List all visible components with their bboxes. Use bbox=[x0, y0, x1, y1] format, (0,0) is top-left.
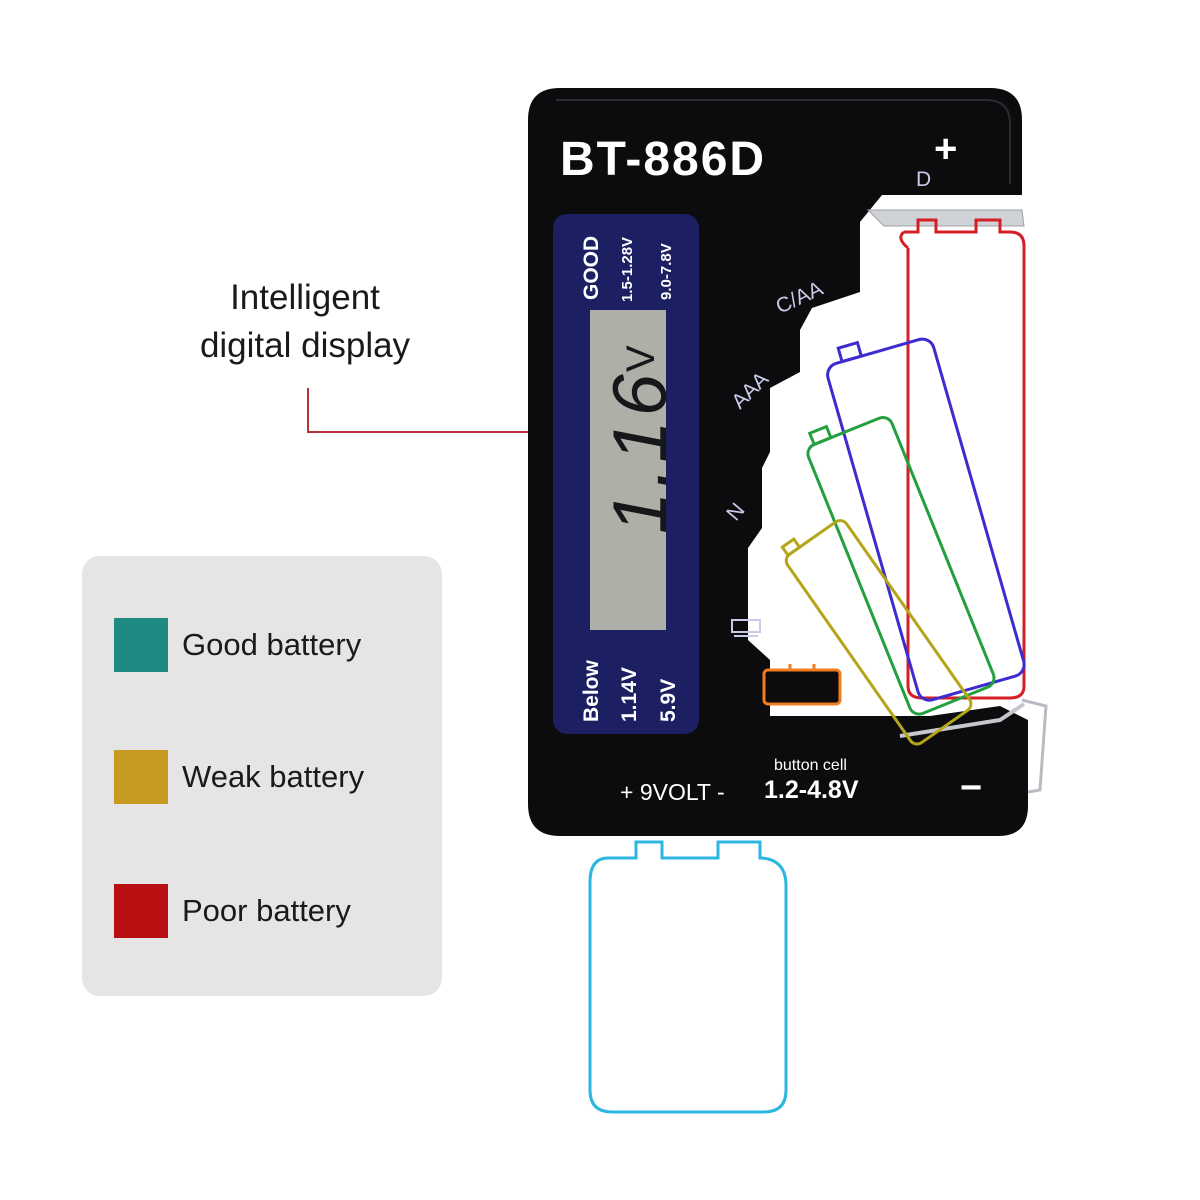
legend-label-weak: Weak battery bbox=[182, 759, 365, 794]
legend-label-poor: Poor battery bbox=[182, 893, 351, 928]
lcd-label-good: GOOD bbox=[580, 236, 603, 300]
legend-swatch-weak bbox=[114, 750, 168, 804]
positive-terminal-sign: + bbox=[934, 127, 957, 171]
callout-text: Intelligent digital display bbox=[150, 274, 460, 370]
metal-contact-strip bbox=[866, 209, 1048, 794]
battery-outline-aaa bbox=[806, 415, 996, 716]
device-bevel bbox=[556, 99, 1011, 184]
battery-outline-c-aa bbox=[826, 337, 1026, 702]
battery-outline-9v bbox=[588, 840, 788, 1114]
lcd-label-below-9v: 5.9V bbox=[657, 679, 680, 722]
lcd-unit: V bbox=[619, 345, 663, 372]
legend-item-weak: Weak battery bbox=[114, 750, 364, 804]
slot-label-d: D bbox=[916, 168, 931, 191]
button-cell-range: 1.2-4.8V bbox=[764, 776, 859, 804]
callout-line-1: Intelligent bbox=[230, 278, 380, 317]
lcd-reading: 1.16 bbox=[598, 370, 683, 534]
color-legend: Good battery Weak battery Poor battery bbox=[82, 556, 442, 996]
battery-outline-n bbox=[780, 519, 973, 746]
button-cell-icon bbox=[731, 619, 761, 637]
lcd-screen bbox=[590, 310, 666, 630]
callout-line-2: digital display bbox=[199, 326, 411, 365]
lcd-label-good-range-aa: 1.5-1.28V bbox=[619, 237, 636, 302]
nine-volt-label: + 9VOLT - bbox=[620, 779, 725, 805]
legend-label-good: Good battery bbox=[182, 627, 362, 662]
legend-swatch-good bbox=[114, 618, 168, 672]
lcd-label-below: Below bbox=[580, 659, 603, 722]
legend-item-good: Good battery bbox=[114, 618, 361, 672]
lcd-label-good-range-9v: 9.0-7.8V bbox=[658, 243, 675, 300]
legend-swatch-poor bbox=[114, 884, 168, 938]
legend-item-poor: Poor battery bbox=[114, 884, 351, 938]
battery-outline-button bbox=[762, 664, 842, 706]
model-name: BT-886D bbox=[560, 133, 766, 186]
lcd-label-below-aa: 1.14V bbox=[618, 667, 641, 722]
callout-leader-line bbox=[307, 388, 552, 433]
negative-terminal-sign: − bbox=[960, 767, 982, 809]
button-cell-caption: button cell bbox=[774, 757, 847, 774]
battery-outline-d bbox=[899, 218, 1026, 700]
